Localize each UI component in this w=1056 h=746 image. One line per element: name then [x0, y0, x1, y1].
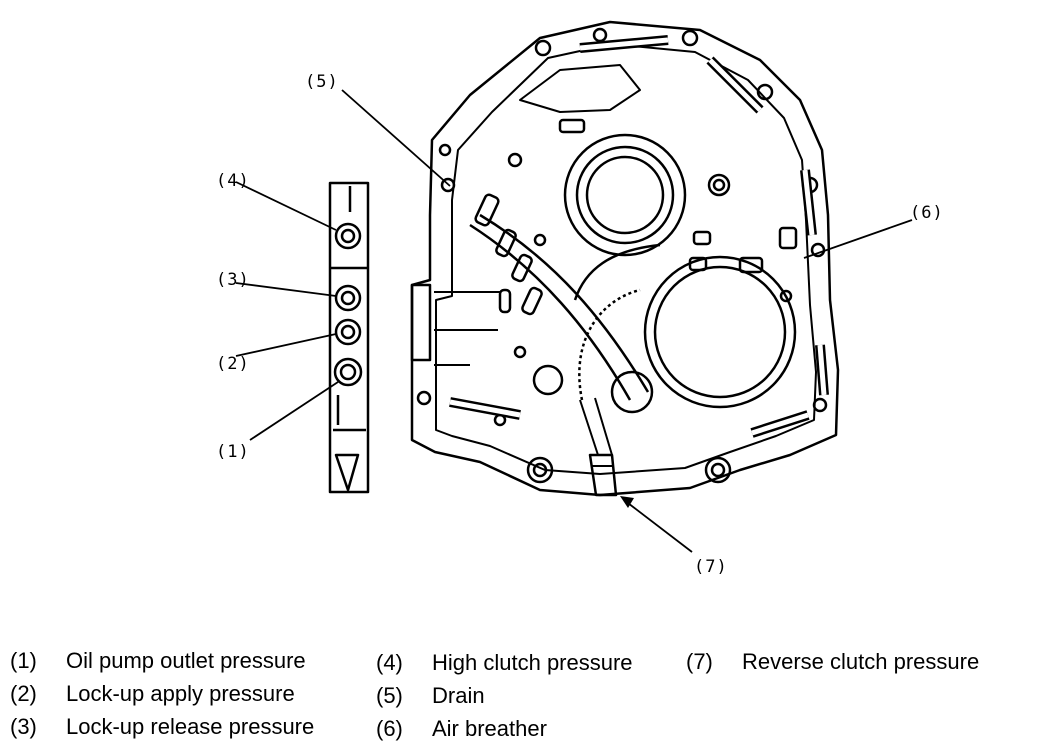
legend-text: Lock-up apply pressure — [66, 681, 295, 706]
legend-num: (5) — [376, 683, 403, 708]
callout-3: (3) — [216, 270, 250, 290]
legend-text: Oil pump outlet pressure — [66, 648, 306, 673]
legend-text: Air breather — [432, 716, 547, 741]
legend-num: (3) — [10, 714, 37, 739]
callout-4: (4) — [216, 171, 250, 191]
legend-text: Drain — [432, 683, 485, 708]
legend-num: (2) — [10, 681, 37, 706]
callout-5: (5) — [305, 72, 339, 92]
legend-num: (4) — [376, 650, 403, 675]
legend: (1) Oil pump outlet pressure (2) Lock-up… — [0, 640, 1056, 746]
legend-text: High clutch pressure — [432, 650, 633, 675]
port-strip — [328, 181, 370, 494]
legend-num: (7) — [686, 649, 713, 674]
pump-housing — [410, 20, 840, 497]
legend-text: Reverse clutch pressure — [742, 649, 980, 674]
callout-1: (1) — [216, 442, 250, 462]
callout-7: (7) — [694, 557, 728, 577]
oil-pump-housing-diagram: (4) (3) (2) (1) (5) (6) (7) — [216, 20, 944, 577]
legend-num: (1) — [10, 648, 37, 673]
legend-num: (6) — [376, 716, 403, 741]
leader-lines — [235, 89, 913, 553]
callout-2: (2) — [216, 354, 250, 374]
legend-text: Lock-up release pressure — [66, 714, 315, 739]
callout-6: (6) — [910, 203, 944, 223]
